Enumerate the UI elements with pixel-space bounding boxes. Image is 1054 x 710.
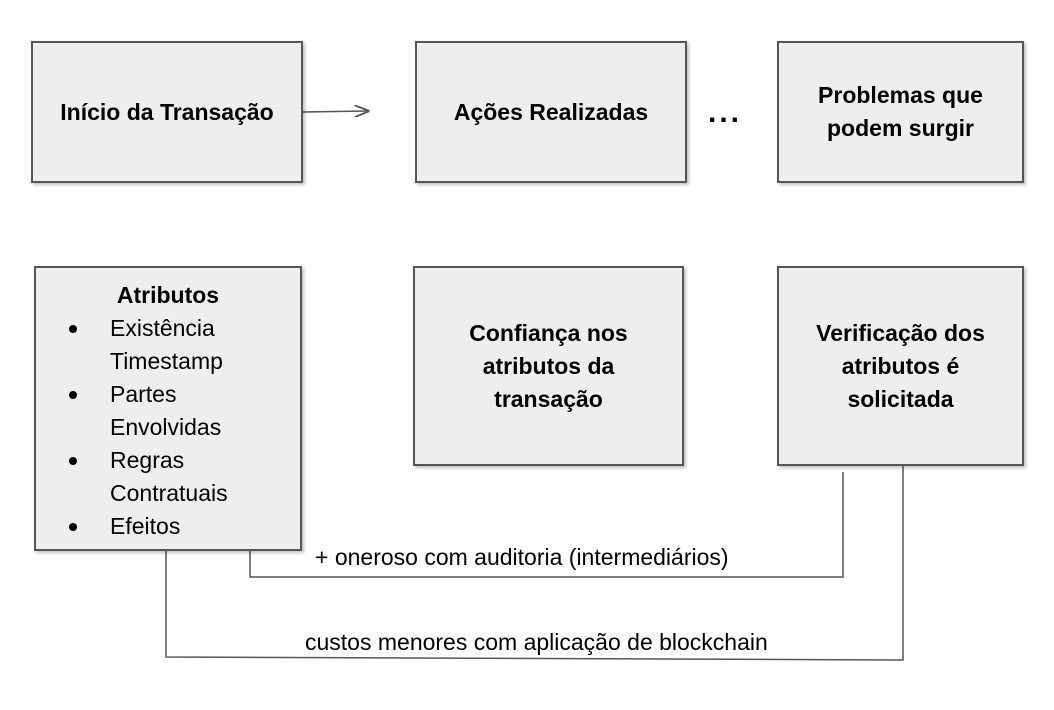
connector-oneroso <box>249 472 844 578</box>
box-inicio-da-transacao: Início da Transação <box>31 41 303 183</box>
atributo-item-label: Regras Contratuais <box>110 447 228 506</box>
connector-custos <box>165 466 904 661</box>
atributo-item-label: Partes Envolvidas <box>110 381 222 440</box>
list-item: Partes Envolvidas <box>36 378 300 444</box>
bullet-icon <box>69 457 77 465</box>
list-item: Regras Contratuais <box>36 444 300 510</box>
ellipsis: ... <box>708 96 743 129</box>
box-verificacao-dos-atributos: Verificação dos atributos é solicitada <box>777 266 1024 466</box>
atributos-list: Existência Timestamp Partes Envolvidas R… <box>36 312 300 543</box>
box-atributos: Atributos Existência Timestamp Partes En… <box>34 266 302 551</box>
box-acoes-realizadas: Ações Realizadas <box>415 41 687 183</box>
atributo-item-label: Efeitos <box>110 513 181 539</box>
list-item: Existência Timestamp <box>36 312 300 378</box>
box-inicio-label: Início da Transação <box>60 98 274 125</box>
box-confianca-label: Confiança nos atributos da transação <box>469 319 628 412</box>
box-verificacao-label: Verificação dos atributos é solicitada <box>816 319 985 412</box>
bullet-icon <box>69 523 77 531</box>
connector-label-oneroso: + oneroso com auditoria (intermediários) <box>315 544 729 570</box>
atributos-title: Atributos <box>116 282 220 308</box>
box-confianca-nos-atributos: Confiança nos atributos da transação <box>413 266 684 466</box>
connector-label-custos: custos menores com aplicação de blockcha… <box>305 629 768 655</box>
box-acoes-label: Ações Realizadas <box>453 98 649 125</box>
atributo-item-label: Existência Timestamp <box>110 315 223 374</box>
bullet-icon <box>69 325 77 333</box>
arrow-inicio-to-acoes <box>302 111 368 112</box>
box-problemas-que-podem-surgir: Problemas que podem surgir <box>777 41 1024 183</box>
box-problemas-label: Problemas que podem surgir <box>818 82 983 141</box>
bullet-icon <box>69 391 77 399</box>
list-item: Efeitos <box>36 510 300 543</box>
